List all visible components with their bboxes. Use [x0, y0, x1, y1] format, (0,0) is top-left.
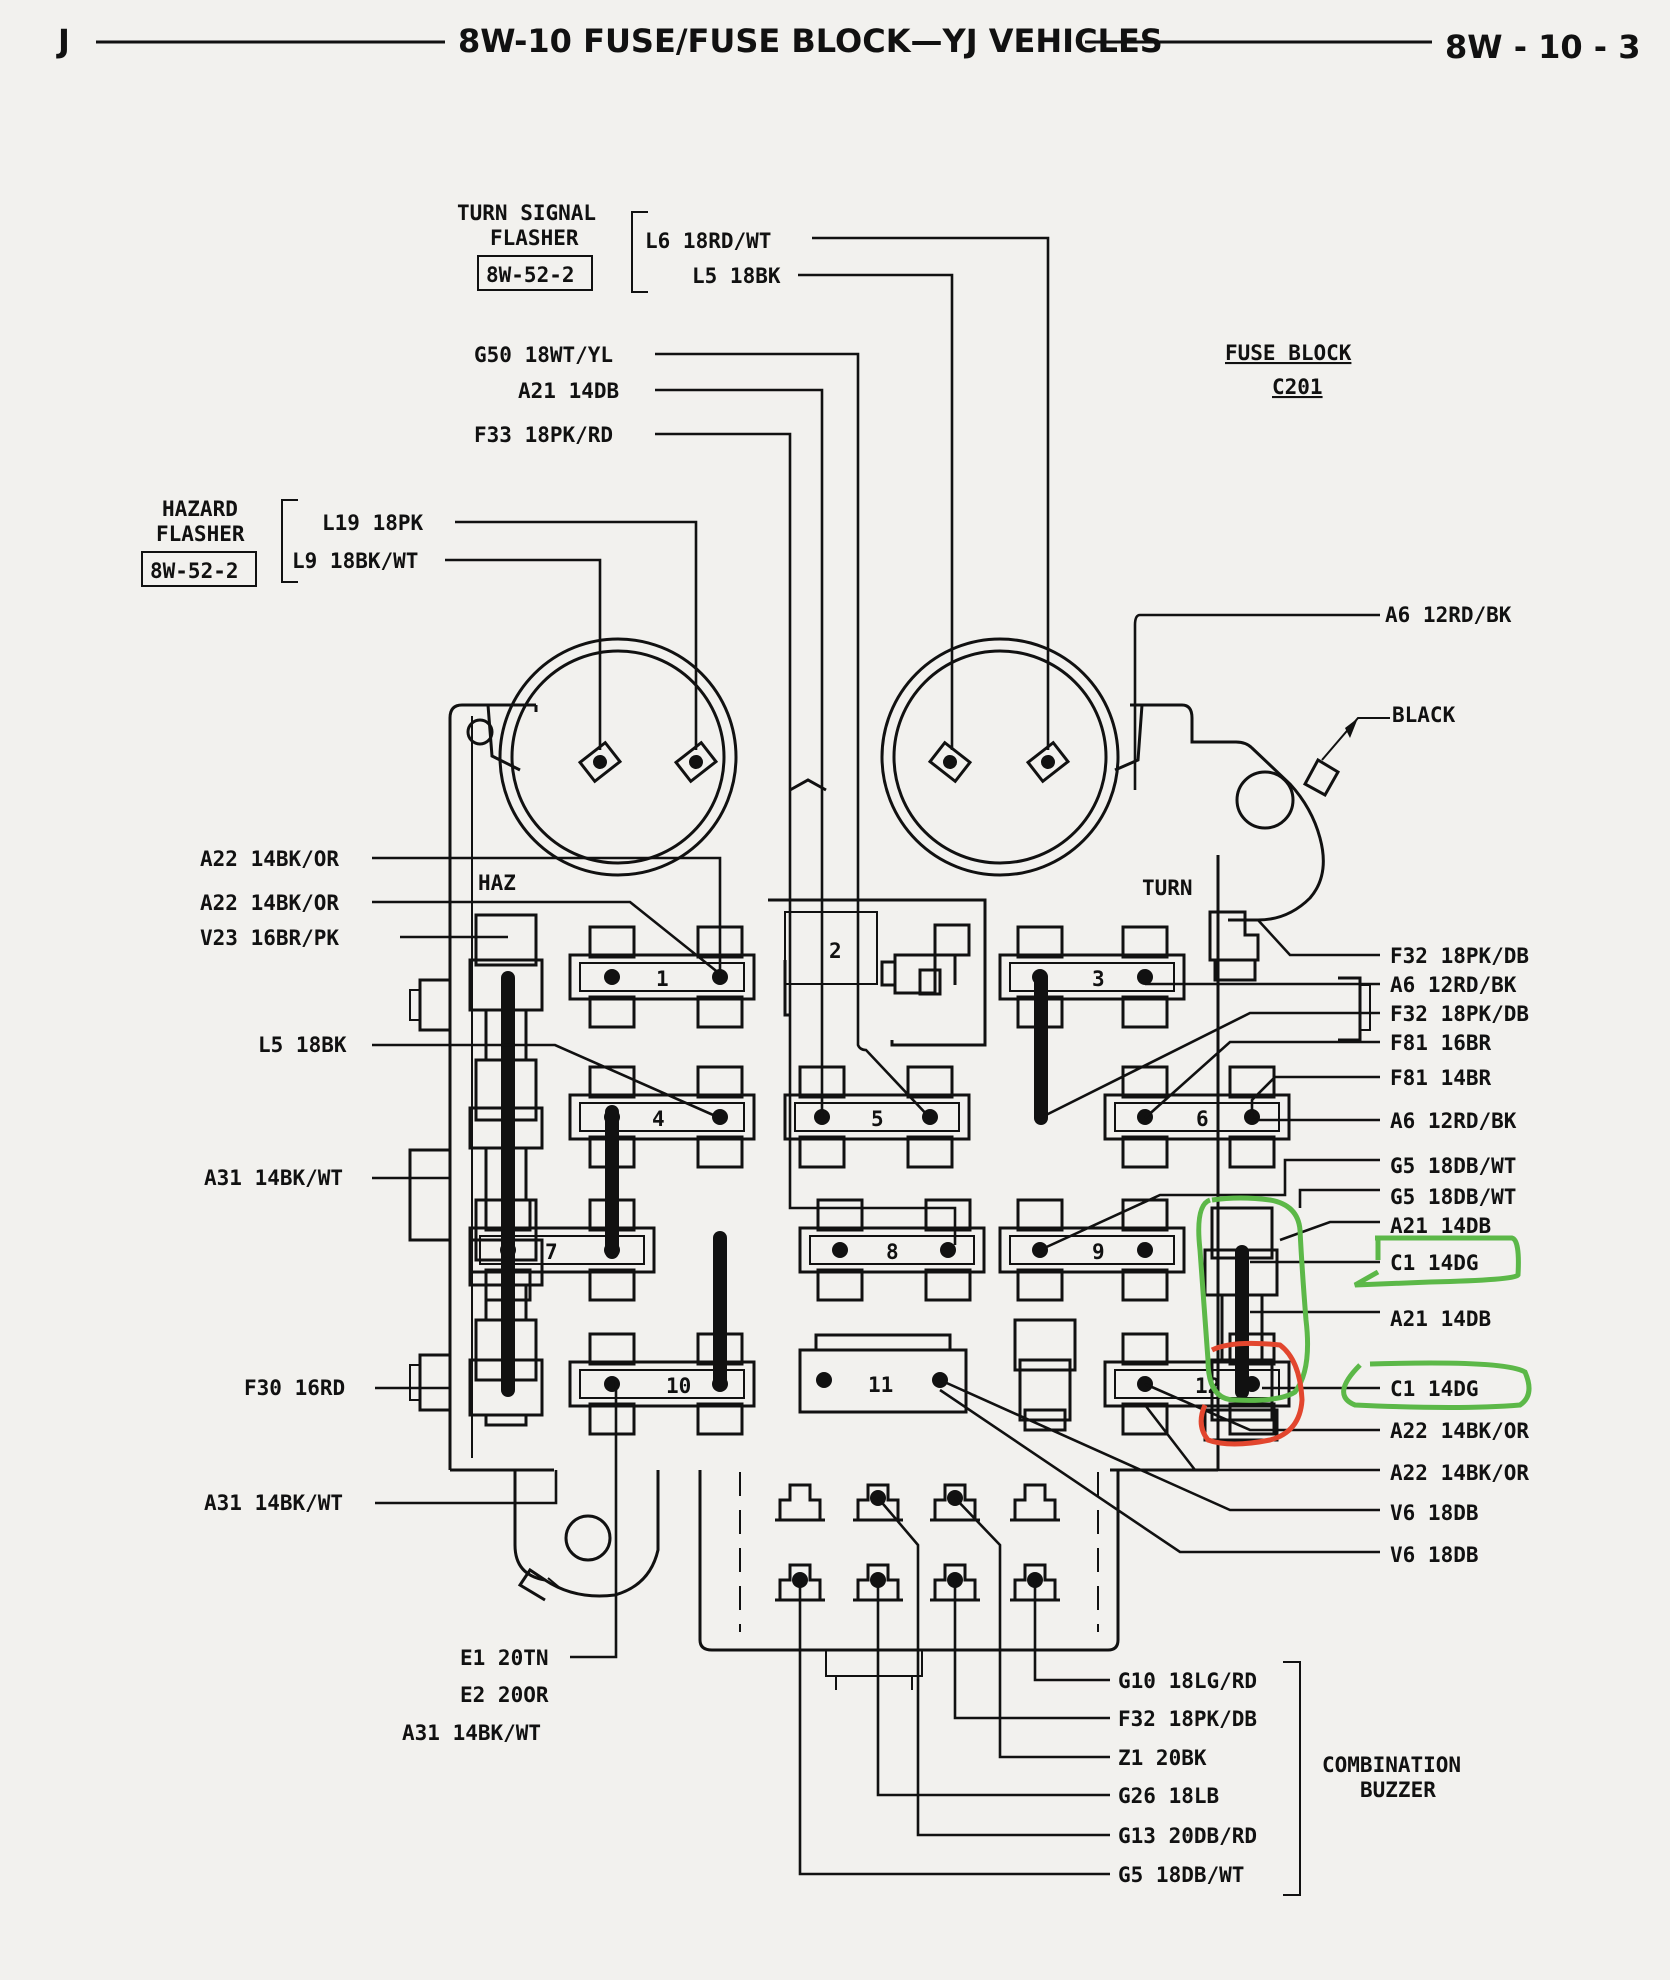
- wire-leaders: [372, 236, 1380, 1659]
- wire-label-l5-flasher: L5 18BK: [692, 264, 781, 288]
- wire-label-a21-top: A21 14DB: [518, 379, 619, 403]
- turn-signal-flasher-label: TURN SIGNAL FLASHER 8W-52-2: [457, 201, 648, 293]
- right-wire-label-6: A6 12RD/BK: [1390, 1109, 1517, 1133]
- fuse-number-1: 1: [656, 967, 669, 991]
- wire-label-l5-block: L5 18BK: [258, 1033, 347, 1057]
- right-wire-label-12: C1 14DG: [1390, 1377, 1479, 1401]
- buzzer-connector: [775, 1483, 1110, 1876]
- svg-text:TURN SIGNAL: TURN SIGNAL: [457, 201, 596, 225]
- svg-text:FLASHER: FLASHER: [156, 522, 245, 546]
- black-connector-tab: [1302, 757, 1341, 798]
- buzzer-pin-bottom-1: [778, 1563, 822, 1602]
- right-wire-label-11: A21 14DB: [1390, 1307, 1491, 1331]
- black-label: BLACK: [1392, 703, 1456, 727]
- fuse-block-title: FUSE BLOCK: [1225, 341, 1352, 365]
- fuse-6-holder: 6: [1103, 1065, 1291, 1169]
- fuse-3-holder: 3: [998, 925, 1186, 1029]
- fuse-number-9: 9: [1092, 1240, 1105, 1264]
- haz-relay-column: [468, 913, 544, 1427]
- turn-label: TURN: [1142, 876, 1193, 900]
- right-wire-label-15: V6 18DB: [1390, 1501, 1479, 1525]
- wire-label-g13: G13 20DB/RD: [1118, 1824, 1257, 1848]
- svg-text:FLASHER: FLASHER: [490, 226, 579, 250]
- svg-text:8W-52-2: 8W-52-2: [150, 559, 239, 583]
- fuse-4-holder: 4: [568, 1065, 756, 1169]
- wire-label-a22-2: A22 14BK/OR: [200, 891, 339, 915]
- buzzer-bracket: [1283, 1661, 1301, 1896]
- fuse-1-holder: 1: [568, 925, 756, 1029]
- wire-label-l9: L9 18BK/WT: [292, 549, 418, 573]
- wire-label-a22-1: A22 14BK/OR: [200, 847, 339, 871]
- header-title: 8W-10 FUSE/FUSE BLOCK—YJ VEHICLES: [458, 22, 1163, 60]
- wire-label-a31-2: A31 14BK/WT: [204, 1491, 343, 1515]
- right-wire-label-3: F32 18PK/DB: [1390, 1002, 1529, 1026]
- wire-label-e2: E2 20OR: [460, 1683, 549, 1707]
- right-wire-label-5: F81 14BR: [1390, 1066, 1492, 1090]
- right-wire-label-13: A22 14BK/OR: [1390, 1419, 1529, 1443]
- buzzer-pin-top-3: [933, 1483, 977, 1522]
- right-wire-label-16: V6 18DB: [1390, 1543, 1479, 1567]
- relay-near-12: [1013, 1318, 1077, 1432]
- haz-label: HAZ: [478, 871, 516, 895]
- right-wire-label-9: A21 14DB: [1390, 1214, 1491, 1238]
- wire-label-l19: L19 18PK: [322, 511, 424, 535]
- buzzer-pin-top-4: [1013, 1483, 1057, 1522]
- wire-label-f33: F33 18PK/RD: [474, 423, 613, 447]
- fuse-number-5: 5: [871, 1107, 884, 1131]
- right-wire-label-1: F32 18PK/DB: [1390, 944, 1529, 968]
- wire-label-f32-buzzer: F32 18PK/DB: [1118, 1707, 1257, 1731]
- fuse-block-connector: C201: [1272, 375, 1323, 399]
- fuse-number-6: 6: [1196, 1107, 1209, 1131]
- right-wire-label-10: C1 14DG: [1390, 1251, 1479, 1275]
- wire-label-f30: F30 16RD: [244, 1376, 345, 1400]
- right-wire-label-2: A6 12RD/BK: [1390, 973, 1517, 997]
- wire-label-v23: V23 16BR/PK: [200, 926, 339, 950]
- fuse-number-3: 3: [1092, 967, 1105, 991]
- wire-label-g5-buzzer: G5 18DB/WT: [1118, 1863, 1244, 1887]
- svg-text:HAZARD: HAZARD: [162, 497, 238, 521]
- header-page-number: 8W - 10 - 3: [1445, 28, 1640, 66]
- wire-label-e1: E1 20TN: [460, 1646, 549, 1670]
- turn-relay-right: [1208, 910, 1260, 982]
- right-wire-label-14: A22 14BK/OR: [1390, 1461, 1529, 1485]
- wire-label-a6-top: A6 12RD/BK: [1385, 603, 1512, 627]
- annotation-marks: [1196, 1195, 1532, 1447]
- fuse-number-10: 10: [666, 1374, 691, 1398]
- buzzer-label-line1: COMBINATION: [1322, 1753, 1461, 1777]
- left-edge-lugs: [408, 976, 1371, 1412]
- wire-label-a31-3: A31 14BK/WT: [402, 1721, 541, 1745]
- wire-label-g10: G10 18LG/RD: [1118, 1669, 1257, 1693]
- right-wire-label-4: F81 16BR: [1390, 1031, 1492, 1055]
- header-left-letter: J: [56, 22, 70, 60]
- fuse-number-7: 7: [545, 1240, 558, 1264]
- svg-text:8W-52-2: 8W-52-2: [486, 263, 575, 287]
- turn-flasher-socket: [880, 637, 1120, 877]
- hazard-flasher-label: HAZARD FLASHER 8W-52-2: [141, 497, 298, 587]
- hazard-flasher-socket: [498, 637, 738, 877]
- buzzer-pin-top-2: [856, 1483, 900, 1522]
- buzzer-pin-top-1: [778, 1483, 822, 1522]
- wire-label-l6: L6 18RD/WT: [645, 229, 771, 253]
- fuse-5-holder: 5: [783, 1065, 971, 1169]
- buzzer-pin-bottom-2: [856, 1563, 900, 1602]
- wire-label-a31-1: A31 14BK/WT: [204, 1166, 343, 1190]
- fuse-11-holder: [798, 1333, 968, 1414]
- fuse-number-4: 4: [652, 1107, 665, 1131]
- fuse-number-2: 2: [829, 939, 842, 963]
- wire-label-g50: G50 18WT/YL: [474, 343, 613, 367]
- right-wire-label-8: G5 18DB/WT: [1390, 1185, 1516, 1209]
- fuse-9-holder: 9: [998, 1198, 1186, 1302]
- wire-label-z1: Z1 20BK: [1118, 1746, 1207, 1770]
- wire-label-g26: G26 18LB: [1118, 1784, 1219, 1808]
- fuse-8-holder: 8: [798, 1198, 986, 1302]
- buzzer-pin-bottom-3: [933, 1563, 977, 1602]
- right-wire-label-7: G5 18DB/WT: [1390, 1154, 1516, 1178]
- buzzer-label-line2: BUZZER: [1360, 1778, 1436, 1802]
- fuse-number-8: 8: [886, 1240, 899, 1264]
- buzzer-pin-bottom-4: [1013, 1563, 1057, 1602]
- fuse-number-11: 11: [868, 1373, 893, 1397]
- fuse-2-relay: [768, 898, 987, 1047]
